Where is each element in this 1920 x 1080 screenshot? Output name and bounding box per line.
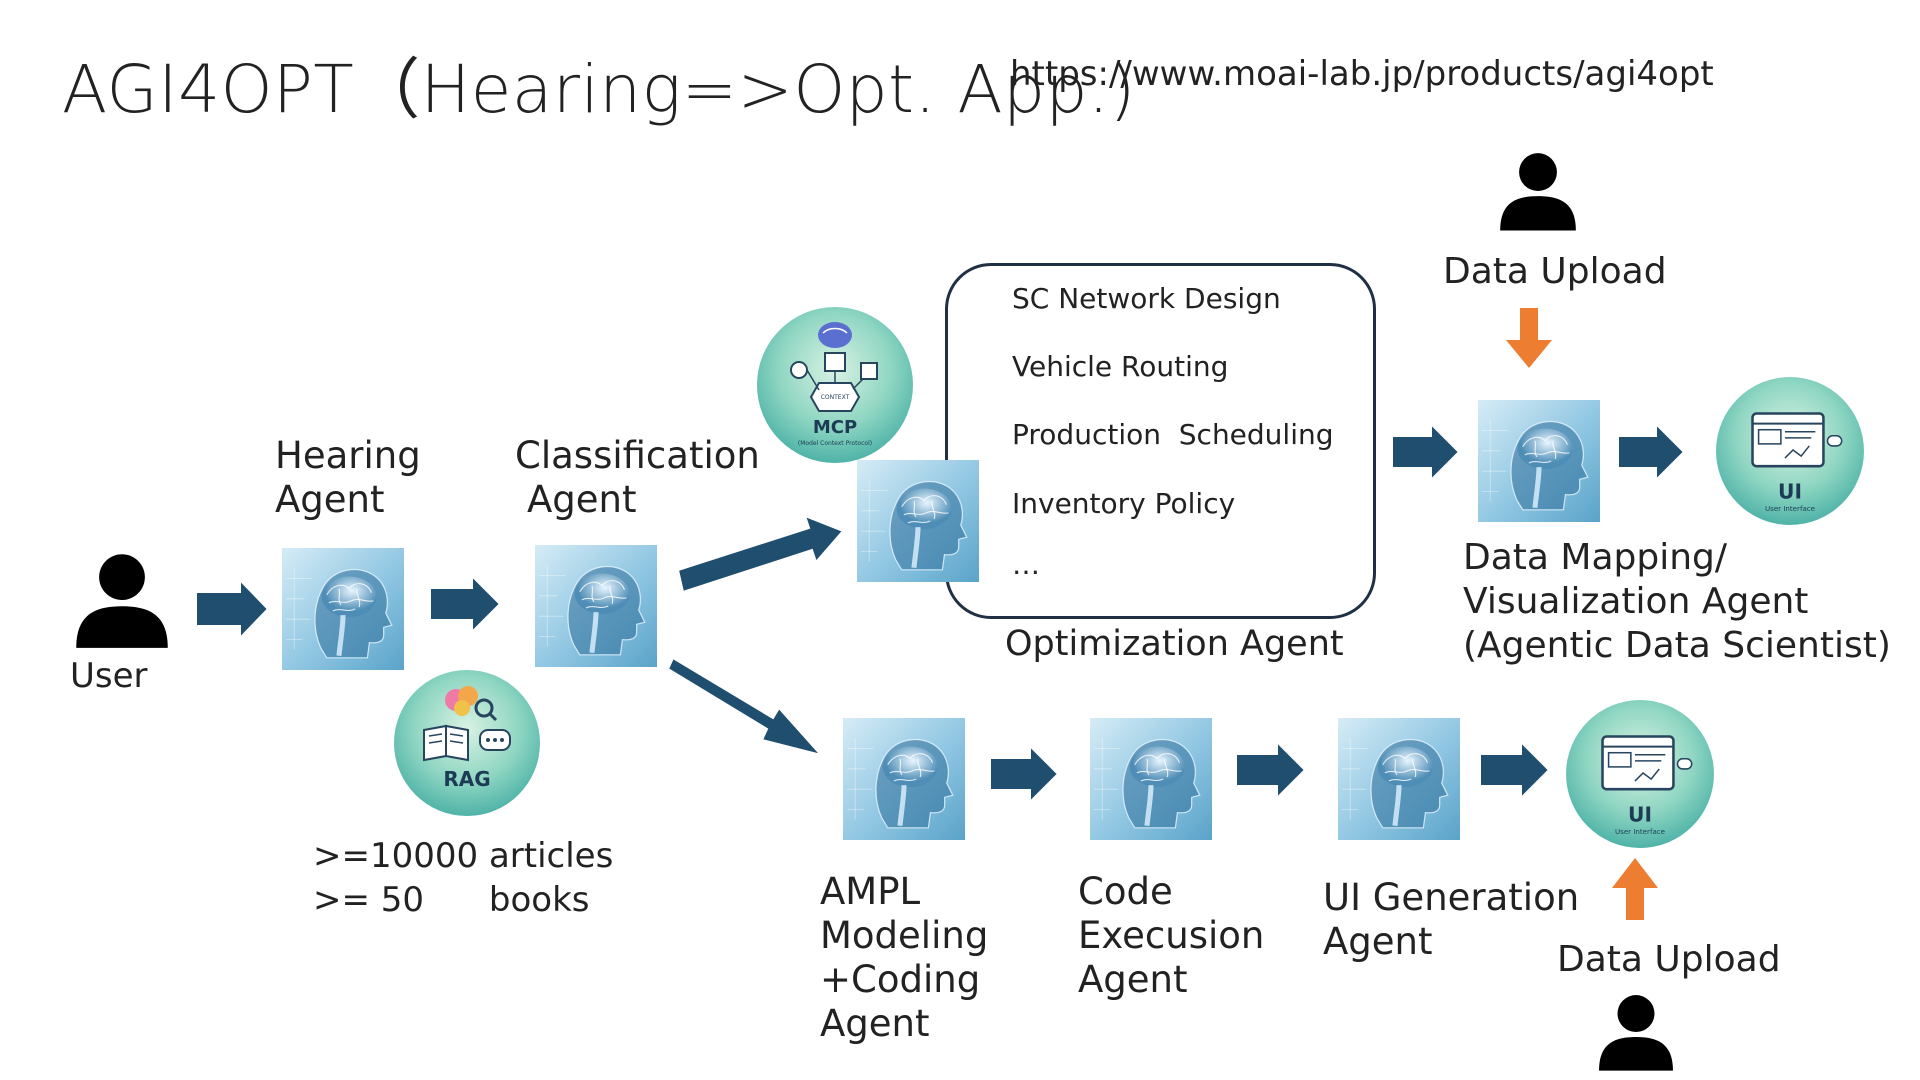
ui-badge-text-top: UI [1778,480,1802,504]
arrow-classification-to-optimization [676,514,845,594]
code-exec-label-line1: Code [1078,870,1173,913]
ui-badge-subtext-bottom: User Interface [1615,827,1665,836]
mcp-context-text: CONTEXT [821,394,850,401]
ampl-agent-brain-icon [843,718,965,840]
opt-item-vehicle-routing: Vehicle Routing [1012,350,1229,383]
hearing-agent-label-line2: Agent [275,478,385,521]
ui-badge-top: UI User Interface [1714,375,1866,527]
optimization-problem-box [945,263,1376,619]
rag-badge-text: RAG [443,767,490,791]
ui-gen-agent-brain-icon [1338,718,1460,840]
arrow-classification-to-ampl [666,656,824,757]
opt-item-production-scheduling: Production Scheduling [1012,418,1334,451]
user-person-icon [70,548,174,652]
arrow-datamapping-to-ui [1617,421,1686,483]
mcp-badge-subtext: (Model Context Protocol) [798,440,872,447]
hearing-agent-label-line1: Hearing [275,434,421,477]
data-mapping-label-line2: Visualization Agent [1463,581,1809,622]
rag-badge: RAG [392,668,542,818]
magnifier-icon [474,698,498,722]
rag-stats-line2: >= 50 books [313,880,590,920]
opt-item-ellipsis: … [1012,548,1040,581]
document-icon [824,352,846,372]
product-url[interactable]: https://www.moai-lab.jp/products/agi4opt [1010,54,1714,94]
hearing-agent-brain-icon [282,548,404,670]
optimization-agent-brain-icon [857,460,979,582]
opt-item-inventory-policy: Inventory Policy [1012,487,1236,520]
mcp-badge-text: MCP [813,417,857,438]
opt-item-sc-network: SC Network Design [1012,282,1281,315]
classification-agent-brain-icon [535,545,657,667]
ampl-label-line2: Modeling [820,914,989,957]
arrow-upload-down [1506,308,1552,368]
classification-agent-label-line1: Classification [515,434,760,477]
interface-window-icon [1601,735,1693,791]
rag-stats-line1: >=10000 articles [313,836,614,876]
code-exec-label-line3: Agent [1078,958,1188,1001]
ampl-label-line4: Agent [820,1002,930,1045]
data-upload-person-icon-bottom [1594,990,1678,1074]
mcp-badge: CONTEXT MCP (Model Context Protocol) [755,305,915,465]
classification-agent-label-line2: Agent [527,478,637,521]
brain-icon [818,322,852,348]
data-upload-top-label: Data Upload [1443,251,1667,292]
data-mapping-agent-brain-icon [1478,400,1600,522]
user-label: User [70,656,148,696]
arrow-optimization-to-datamapping [1391,421,1461,483]
arrow-user-to-hearing [195,577,270,641]
ui-badge-bottom: UI User Interface [1564,698,1716,850]
ampl-label-line3: +Coding [820,958,981,1001]
ui-gen-label-line2: Agent [1323,920,1433,963]
code-exec-label-line2: Execusion [1078,914,1265,957]
arrow-ampl-to-codeexec [989,743,1060,805]
data-mapping-label-line1: Data Mapping/ [1463,537,1728,578]
code-exec-agent-brain-icon [1090,718,1212,840]
chat-bubble-icon [479,729,511,751]
data-upload-person-icon-top [1495,148,1581,234]
ui-gen-label-line1: UI Generation [1323,876,1580,919]
page-title: AGI4OPT（Hearing=>Opt. App.) [62,51,1136,128]
ui-badge-text-bottom: UI [1628,803,1652,827]
arrow-codeexec-to-uigen [1235,739,1307,801]
database-icon [860,362,878,380]
book-icon [423,724,469,762]
arrow-hearing-to-classification [429,573,502,635]
interface-window-icon [1751,412,1843,468]
optimization-agent-label: Optimization Agent [1005,624,1344,664]
brain-icon [445,686,478,716]
data-mapping-label-line3: (Agentic Data Scientist) [1463,625,1891,666]
arrow-uigen-to-ui [1479,739,1551,801]
data-upload-bottom-label: Data Upload [1557,939,1781,980]
gear-icon [790,361,808,379]
arrow-upload-up [1612,858,1658,920]
ui-badge-subtext-top: User Interface [1765,504,1815,513]
ampl-label-line1: AMPL [820,870,921,913]
